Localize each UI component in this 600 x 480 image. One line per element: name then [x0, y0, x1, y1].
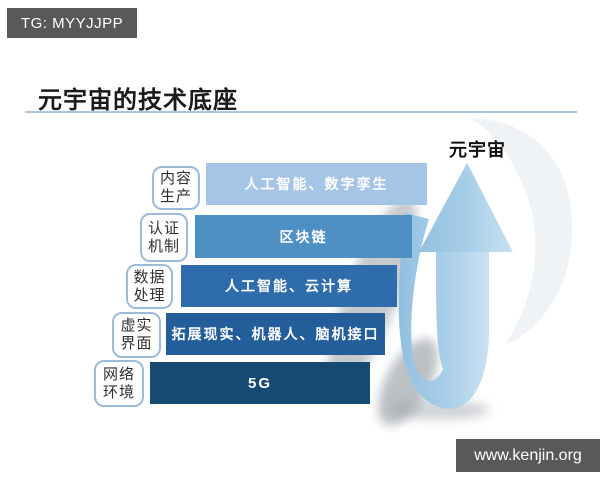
- category-line: 环境: [102, 383, 135, 401]
- arrow-head: [419, 163, 513, 252]
- layer-bar-virtual-real-interface: 拓展现实、机器人、脑机接口: [166, 313, 385, 355]
- category-line: 认证: [147, 219, 180, 237]
- page-title: 元宇宙的技术底座: [38, 87, 238, 114]
- watermark-top-left: TG: MYYJJPP: [7, 8, 137, 38]
- layer-bar-data-processing: 人工智能、云计算: [181, 265, 397, 307]
- layer-bar-content-production: 人工智能、数字孪生: [206, 163, 427, 205]
- watermark-bottom-right: www.kenjin.org: [456, 439, 600, 472]
- category-line: 处理: [133, 286, 166, 304]
- arrow-label-metaverse: 元宇宙: [449, 140, 506, 160]
- layer-category-network-environment: 网络 环境: [94, 360, 144, 407]
- layer-bar-network-environment: 5G: [150, 362, 370, 404]
- title-underline: [25, 111, 577, 113]
- category-line: 生产: [159, 188, 192, 205]
- arrow-ribbon: [398, 213, 489, 409]
- layer-category-data-processing: 数据 处理: [126, 264, 173, 309]
- arrow-shadow-ground: [390, 400, 490, 420]
- layer-category-authentication: 认证 机制: [140, 213, 188, 262]
- category-line: 内容: [159, 170, 192, 187]
- category-line: 界面: [120, 335, 153, 352]
- layer-bar-authentication: 区块链: [195, 215, 412, 258]
- category-line: 数据: [133, 268, 166, 286]
- category-line: 虚实: [120, 317, 153, 334]
- layer-category-virtual-real-interface: 虚实 界面: [112, 312, 161, 358]
- layer-category-content-production: 内容 生产: [152, 166, 200, 210]
- arrow-shadow-loop: [378, 338, 438, 426]
- category-line: 机制: [147, 237, 180, 255]
- background-swoosh: [470, 118, 573, 345]
- category-line: 网络: [102, 365, 135, 383]
